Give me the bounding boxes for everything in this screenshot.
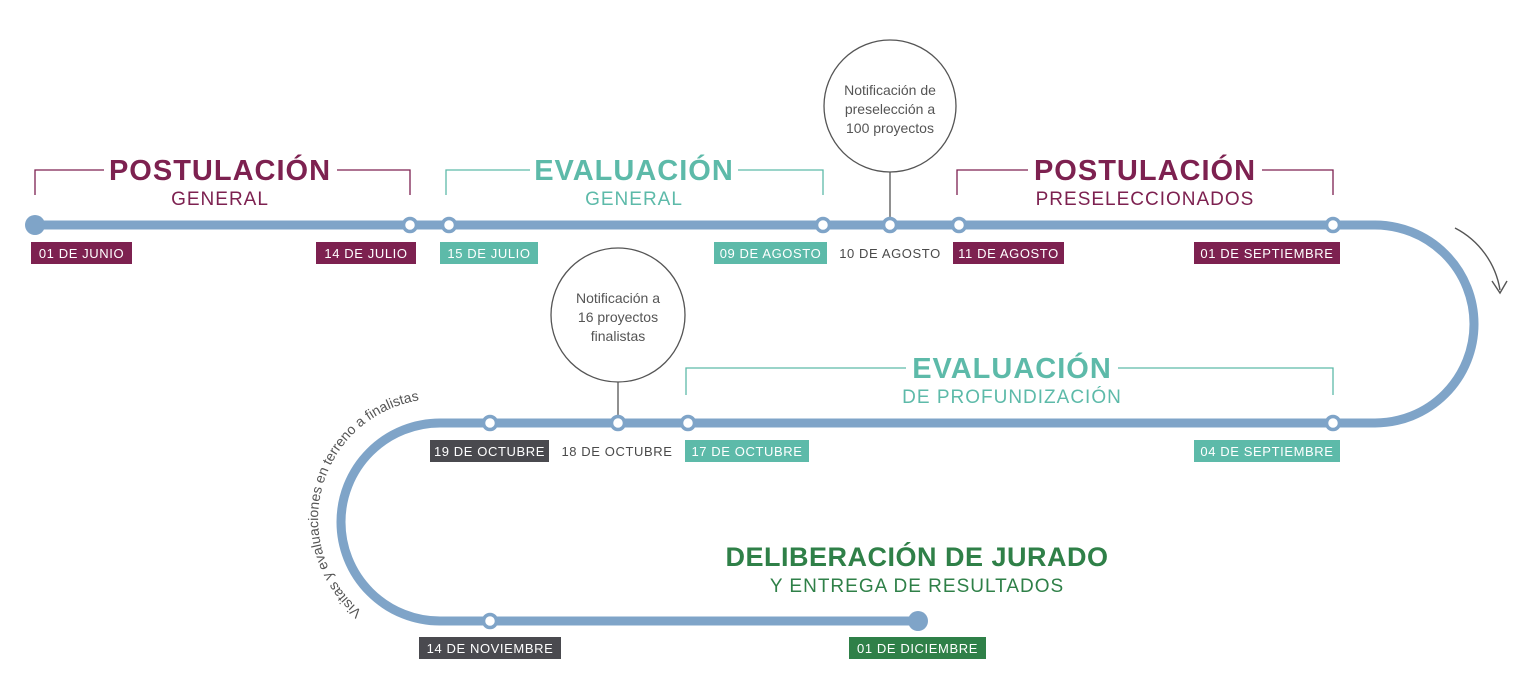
node-14-noviembre — [481, 612, 499, 630]
date-tag-19-octubre: 19 DE OCTUBRE — [430, 440, 549, 462]
notification-finalistas: Notificación a 16 proyectos finalistas — [550, 247, 686, 423]
notification-finalistas-line-3: finalistas — [591, 328, 645, 344]
phase-subtitle-deliberacion: Y ENTREGA DE RESULTADOS — [770, 576, 1064, 597]
node-11-agosto — [950, 216, 968, 234]
svg-text:14 DE JULIO: 14 DE JULIO — [324, 246, 407, 261]
bracket-evaluacion-general — [445, 169, 824, 195]
direction-arrow-icon — [1454, 227, 1508, 295]
phase-title-postulacion-preseleccionados: POSTULACIÓN — [1034, 153, 1256, 187]
phase-title-evaluacion-profundizacion: EVALUACIÓN — [912, 351, 1112, 385]
svg-text:19 DE OCTUBRE: 19 DE OCTUBRE — [434, 444, 545, 459]
node-18-octubre — [609, 414, 627, 432]
date-tag-04-septiembre: 04 DE SEPTIEMBRE — [1194, 440, 1340, 462]
date-18-octubre: 18 DE OCTUBRE — [561, 444, 672, 459]
date-tag-14-julio: 14 DE JULIO — [316, 242, 416, 264]
svg-text:04 DE SEPTIEMBRE: 04 DE SEPTIEMBRE — [1200, 444, 1333, 459]
date-tag-14-noviembre: 14 DE NOVIEMBRE — [419, 637, 561, 659]
phase-title-deliberacion: DELIBERACIÓN DE JURADO — [725, 541, 1108, 572]
node-19-octubre — [481, 414, 499, 432]
bracket-postulacion-preseleccionados — [956, 169, 1334, 195]
svg-text:01 DE JUNIO: 01 DE JUNIO — [39, 246, 124, 261]
svg-text:01 DE SEPTIEMBRE: 01 DE SEPTIEMBRE — [1200, 246, 1333, 261]
node-09-agosto — [814, 216, 832, 234]
date-10-agosto: 10 DE AGOSTO — [839, 246, 941, 261]
svg-text:11 DE AGOSTO: 11 DE AGOSTO — [958, 246, 1059, 261]
date-tag-01-septiembre: 01 DE SEPTIEMBRE — [1194, 242, 1340, 264]
node-17-octubre — [679, 414, 697, 432]
phase-title-postulacion-general: POSTULACIÓN — [109, 153, 331, 187]
svg-text:17 DE OCTUBRE: 17 DE OCTUBRE — [691, 444, 802, 459]
notification-finalistas-line-1: Notificación a — [576, 290, 660, 306]
notification-preseleccion: Notificación de preselección a 100 proye… — [823, 39, 957, 225]
date-tag-11-agosto: 11 DE AGOSTO — [953, 242, 1064, 264]
node-04-septiembre — [1324, 414, 1342, 432]
svg-text:14 DE NOVIEMBRE: 14 DE NOVIEMBRE — [427, 641, 554, 656]
node-01-septiembre — [1324, 216, 1342, 234]
date-tag-09-agosto: 09 DE AGOSTO — [714, 242, 827, 264]
node-15-julio — [440, 216, 458, 234]
phase-subtitle-evaluacion-profundizacion: DE PROFUNDIZACIÓN — [902, 386, 1122, 408]
timeline-track — [30, 220, 1479, 626]
svg-text:09 DE AGOSTO: 09 DE AGOSTO — [720, 246, 822, 261]
date-tag-17-octubre: 17 DE OCTUBRE — [685, 440, 809, 462]
notification-preseleccion-line-1: Notificación de — [844, 82, 936, 98]
node-14-julio — [401, 216, 419, 234]
notification-finalistas-line-2: 16 proyectos — [578, 309, 658, 325]
phase-title-evaluacion-general: EVALUACIÓN — [534, 153, 734, 187]
svg-text:15 DE JULIO: 15 DE JULIO — [447, 246, 530, 261]
milestone-nodes — [401, 216, 1342, 630]
date-tag-01-junio: 01 DE JUNIO — [31, 242, 132, 264]
node-end-01-diciembre — [908, 611, 928, 631]
node-10-agosto — [881, 216, 899, 234]
date-tag-15-julio: 15 DE JULIO — [440, 242, 538, 264]
phase-subtitle-evaluacion-general: GENERAL — [585, 189, 683, 210]
node-start-01-junio — [25, 215, 45, 235]
phase-subtitle-postulacion-preseleccionados: PRESELECCIONADOS — [1036, 189, 1255, 210]
svg-text:01 DE DICIEMBRE: 01 DE DICIEMBRE — [857, 641, 978, 656]
notification-preseleccion-line-2: preselección a — [845, 101, 935, 117]
bracket-postulacion-general — [34, 169, 411, 195]
date-tag-01-diciembre: 01 DE DICIEMBRE — [849, 637, 986, 659]
notification-preseleccion-line-3: 100 proyectos — [846, 120, 934, 136]
phase-subtitle-postulacion-general: GENERAL — [171, 189, 269, 210]
bracket-evaluacion-profundizacion — [685, 367, 1334, 395]
